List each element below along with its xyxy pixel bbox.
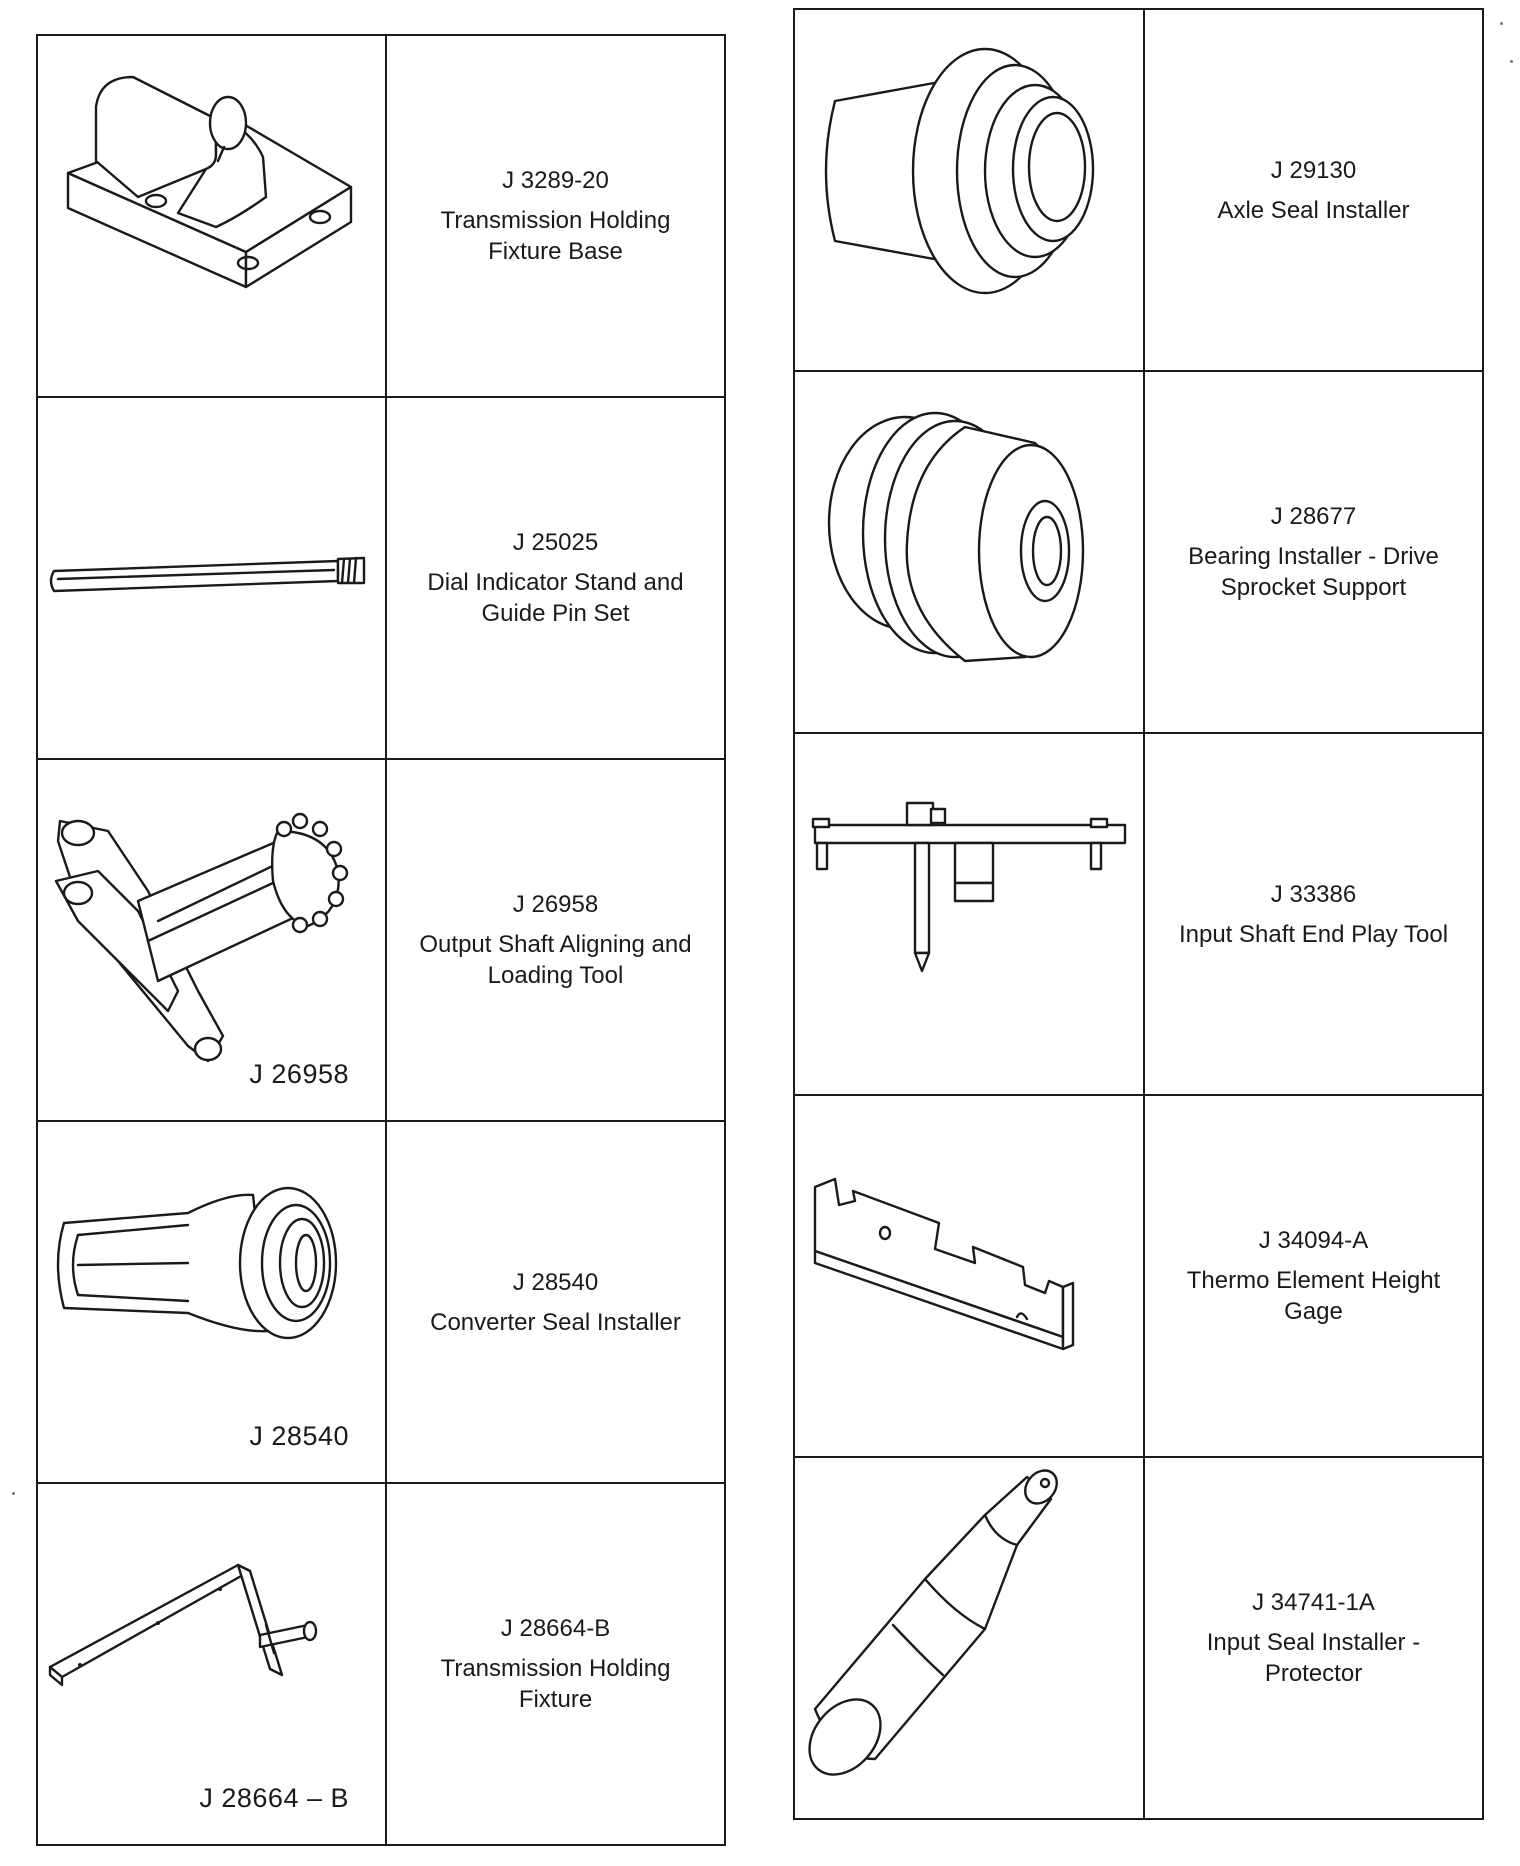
tool-callout: J 26958 — [249, 1059, 349, 1089]
tool-name: Converter Seal Installer — [430, 1308, 681, 1336]
part-number: J 34741-1A — [1252, 1589, 1375, 1616]
tool-description-cell: J 28540 Converter Seal Installer — [385, 1120, 726, 1484]
part-number: J 3289-20 — [502, 167, 609, 194]
tool-row: J 29130 Axle Seal Installer — [793, 8, 1484, 372]
tool-image-cell — [36, 396, 387, 760]
tool-name: Input Seal Installer - Protector — [1206, 1629, 1421, 1687]
tool-name: Transmission Holding Fixture — [440, 1655, 671, 1713]
scan-speck — [12, 1492, 15, 1495]
tool-description-cell: J 28677 Bearing Installer - Drive Sprock… — [1143, 370, 1484, 734]
tool-row: J 34094-A Thermo Element Height Gage — [793, 1094, 1484, 1458]
holding-fixture-base-drawing — [66, 75, 353, 289]
tool-description-cell: J 33386 Input Shaft End Play Tool — [1143, 732, 1484, 1096]
tool-name: Output Shaft Aligning and Loading Tool — [419, 931, 692, 989]
end-play-tool-drawing — [811, 801, 1127, 973]
tool-row: J 3289-20 Transmission Holding Fixture B… — [36, 34, 726, 398]
tool-description-cell: J 26958 Output Shaft Aligning and Loadin… — [385, 758, 726, 1122]
tool-name: Thermo Element Height Gage — [1186, 1267, 1441, 1325]
part-number: J 34094-A — [1258, 1227, 1369, 1254]
part-number: J 33386 — [1270, 880, 1357, 908]
tool-name: Axle Seal Installer — [1217, 196, 1410, 224]
tool-name: Dial Indicator Stand and Guide Pin Set — [427, 569, 684, 627]
tool-image-cell — [793, 370, 1145, 734]
scan-speck — [1510, 60, 1513, 63]
tool-row: J 28664 – B J 28664-B Transmission Holdi… — [36, 1482, 726, 1846]
scan-speck — [1500, 22, 1503, 25]
tool-image-cell — [793, 1456, 1145, 1820]
tool-description-cell: J 3289-20 Transmission Holding Fixture B… — [385, 34, 726, 398]
tool-image-cell: J 28540 — [36, 1120, 387, 1484]
holding-fixture-drawing — [48, 1563, 318, 1687]
axle-seal-installer-drawing — [824, 47, 1095, 295]
tool-callout: J 28540 — [249, 1421, 349, 1451]
part-number: J 28540 — [512, 1268, 599, 1296]
tool-name: Input Shaft End Play Tool — [1178, 920, 1449, 948]
tool-row: J 28540 J 28540 Converter Seal Installer — [36, 1120, 726, 1484]
tool-image-cell: J 26958 — [36, 758, 387, 1122]
tool-description-cell: J 25025 Dial Indicator Stand and Guide P… — [385, 396, 726, 760]
tool-callout: J 28664 – B — [199, 1783, 349, 1813]
output-shaft-tool-drawing — [54, 812, 349, 1063]
part-number: J 28664-B — [500, 1615, 611, 1642]
tool-image-cell — [793, 1094, 1145, 1458]
tool-image-cell — [36, 34, 387, 398]
tool-image-cell — [793, 732, 1145, 1096]
tool-name: Transmission Holding Fixture Base — [440, 207, 671, 265]
part-number: J 25025 — [512, 529, 599, 556]
tool-description-cell: J 34741-1A Input Seal Installer - Protec… — [1143, 1456, 1484, 1820]
converter-seal-installer-drawing — [56, 1186, 338, 1340]
tool-row: J 26958 J 26958 Output Shaft Aligning an… — [36, 758, 726, 1122]
part-number: J 26958 — [512, 891, 599, 918]
bearing-installer-drawing — [827, 411, 1085, 663]
tool-row: J 33386 Input Shaft End Play Tool — [793, 732, 1484, 1096]
guide-pin-drawing — [49, 556, 366, 593]
tool-image-cell — [793, 8, 1145, 372]
tool-row: J 34741-1A Input Seal Installer - Protec… — [793, 1456, 1484, 1820]
part-number: J 29130 — [1270, 156, 1357, 184]
part-number: J 28677 — [1270, 503, 1357, 530]
tool-description-cell: J 28664-B Transmission Holding Fixture — [385, 1482, 726, 1846]
tool-name: Bearing Installer - Drive Sprocket Suppo… — [1188, 543, 1439, 601]
tools-table-right: J 29130 Axle Seal Installer J 28677 Bear… — [793, 8, 1484, 1820]
seal-installer-protector-drawing — [808, 1469, 1058, 1776]
tool-row: J 28677 Bearing Installer - Drive Sprock… — [793, 370, 1484, 734]
tool-description-cell: J 34094-A Thermo Element Height Gage — [1143, 1094, 1484, 1458]
tool-description-cell: J 29130 Axle Seal Installer — [1143, 8, 1484, 372]
tools-table-left: J 3289-20 Transmission Holding Fixture B… — [36, 34, 726, 1846]
tool-image-cell: J 28664 – B — [36, 1482, 387, 1846]
tool-row: J 25025 Dial Indicator Stand and Guide P… — [36, 396, 726, 760]
height-gage-drawing — [813, 1177, 1075, 1351]
